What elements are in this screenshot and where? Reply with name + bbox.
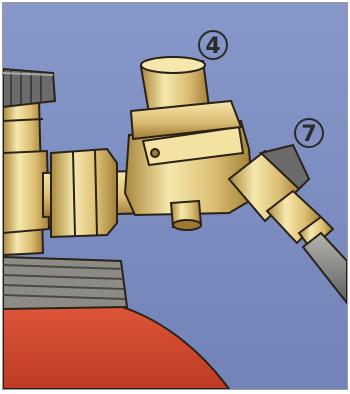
illustration-frame: 4 7 bbox=[2, 2, 348, 390]
callout-7-label: 7 bbox=[301, 122, 316, 147]
cylinder-collar bbox=[3, 257, 127, 309]
hex-nut bbox=[51, 149, 117, 237]
gas-regulator-illustration: 4 7 bbox=[3, 3, 347, 389]
valve-handwheel bbox=[3, 69, 55, 107]
callout-4-label: 4 bbox=[205, 34, 220, 59]
